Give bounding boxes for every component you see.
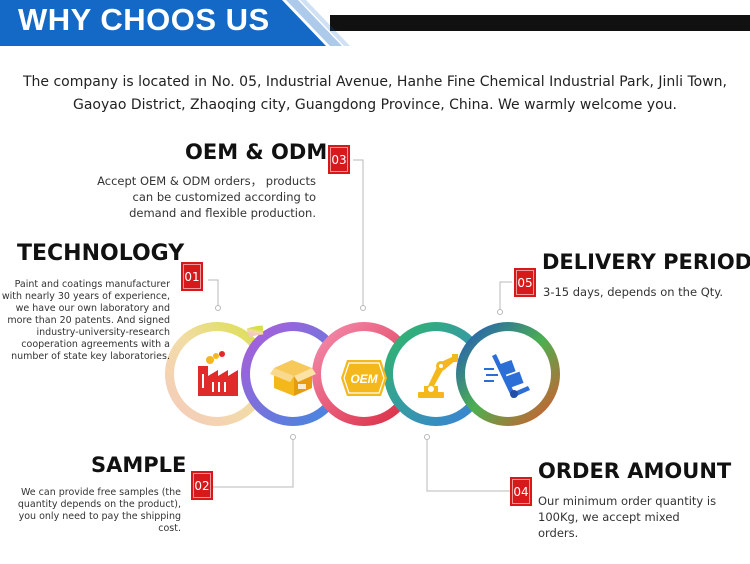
feature-desc-order: Our minimum order quantity is 100Kg, we …	[538, 493, 738, 541]
desc-line: cost.	[158, 523, 181, 534]
feature-desc-oem: Accept OEM & ODM orders， products can be…	[80, 173, 316, 221]
connector-dot	[497, 309, 503, 315]
feature-desc-technology: Paint and coatings manufacturer with nea…	[0, 279, 170, 363]
oem-badge-label: OEM	[350, 372, 378, 386]
feature-title-delivery: DELIVERY PERIOD	[542, 250, 750, 274]
feature-desc-delivery: 3-15 days, depends on the Qty.	[543, 284, 743, 300]
connector-dot	[424, 434, 430, 440]
connector-dot	[360, 305, 366, 311]
ring-1	[165, 322, 269, 426]
connector-dots	[215, 305, 503, 440]
feature-title-order: ORDER AMOUNT	[538, 459, 732, 483]
banner-stripe	[300, 0, 350, 46]
feature-badge-04: 04	[510, 477, 532, 506]
ring-4	[384, 322, 488, 426]
connector-01	[208, 279, 219, 308]
ring-2	[241, 322, 345, 426]
connector-05	[499, 281, 512, 312]
desc-line: Accept OEM & ODM orders， products	[97, 174, 316, 188]
connector-04	[426, 437, 510, 492]
banner-dark-bar	[330, 15, 750, 31]
factory-icon	[198, 351, 238, 396]
feature-badge-03: 03	[328, 145, 350, 174]
box-icon	[270, 360, 316, 396]
desc-line: demand and flexible production.	[129, 206, 316, 220]
connector-dot	[290, 434, 296, 440]
desc-line: Paint and coatings manufacturer	[14, 279, 170, 290]
feature-title-sample: SAMPLE	[91, 453, 187, 477]
desc-line: industry-university-research	[36, 327, 170, 338]
connector-02	[208, 437, 294, 488]
ring-3	[312, 322, 416, 426]
feature-title-oem: OEM & ODM	[185, 140, 328, 164]
hand-truck-icon	[484, 354, 530, 398]
desc-line: quantity depends on the product),	[17, 499, 181, 510]
desc-line: orders.	[538, 526, 579, 540]
intro-line: The company is located in No. 05, Indust…	[23, 74, 727, 90]
banner-shape	[0, 0, 750, 46]
desc-line: you only need to pay the shipping	[18, 511, 181, 522]
page-title: WHY CHOOS US	[18, 2, 270, 37]
desc-line: 3-15 days, depends on the Qty.	[543, 285, 724, 299]
feature-title-technology: TECHNOLOGY	[17, 241, 185, 266]
robot-arm-icon	[418, 354, 458, 398]
feature-badge-01: 01	[181, 262, 203, 291]
desc-line: cooperation agreements with a	[21, 339, 170, 350]
feature-badge-05: 05	[514, 268, 536, 297]
intro-line: Gaoyao District, Zhaoqing city, Guangdon…	[73, 97, 677, 113]
desc-line: We can provide free samples (the	[20, 487, 181, 498]
banner-blue-block	[0, 0, 326, 46]
desc-line: number of state key laboratories.	[11, 351, 170, 362]
desc-line: can be customized according to	[132, 190, 317, 204]
desc-line: with nearly 30 years of experience,	[1, 291, 170, 302]
oem-badge-icon: OEM	[341, 360, 387, 396]
intro-paragraph: The company is located in No. 05, Indust…	[10, 71, 740, 117]
connector-dot	[215, 305, 221, 311]
desc-line: we have our own laboratory and	[15, 303, 170, 314]
banner-stripe	[286, 0, 342, 46]
feature-desc-sample: We can provide free samples (the quantit…	[0, 487, 181, 535]
desc-line: more than 20 patents. And signed	[7, 315, 170, 326]
ring-5	[456, 322, 560, 426]
ring-overlap	[246, 325, 264, 338]
desc-line: 100Kg, we accept mixed	[538, 510, 680, 524]
connector-03	[353, 159, 364, 308]
feature-badge-02: 02	[191, 471, 213, 500]
desc-line: Our minimum order quantity is	[538, 494, 717, 508]
header-banner: WHY CHOOS US	[0, 0, 750, 46]
